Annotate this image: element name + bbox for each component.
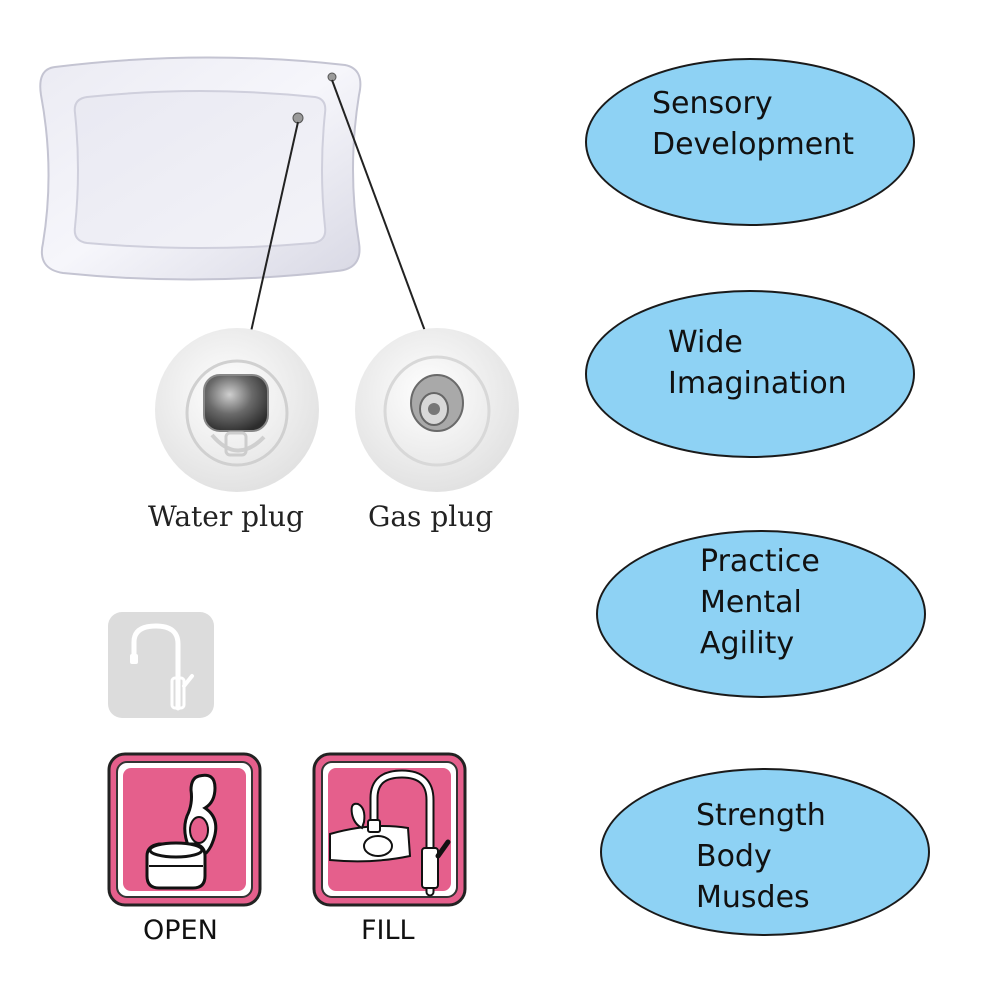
feature-line: Practice (700, 544, 820, 579)
feature-line: Imagination (668, 366, 847, 401)
feature-line: Body (696, 839, 772, 874)
feature-ellipse-imagination (585, 290, 915, 458)
feature-ellipse-agility (596, 530, 926, 698)
water-plug-label: Water plug (148, 500, 304, 533)
feature-line: Musdes (696, 880, 810, 915)
faucet-icon (108, 612, 214, 718)
feature-line: Mental (700, 585, 802, 620)
water-plug-icon (155, 328, 319, 492)
feature-ellipse-sensory (585, 58, 915, 226)
feature-text-imagination: Wide Imagination (668, 322, 847, 404)
fill-step-label: FILL (361, 915, 415, 946)
feature-line: Agility (700, 626, 795, 661)
feature-line: Development (652, 127, 854, 162)
fill-faucet-icon (312, 752, 467, 907)
inflatable-mat-icon (39, 56, 362, 281)
feature-text-strength: Strength Body Musdes (696, 795, 826, 918)
gas-plug-icon (355, 328, 519, 492)
open-step-label: OPEN (143, 915, 218, 946)
gas-plug-label: Gas plug (368, 500, 494, 533)
feature-line: Strength (696, 798, 826, 833)
open-valve-icon (107, 752, 262, 907)
feature-ellipse-strength (600, 768, 930, 936)
feature-text-sensory: Sensory Development (652, 83, 854, 165)
feature-line: Sensory (652, 86, 773, 121)
feature-line: Wide (668, 325, 743, 360)
feature-text-agility: Practice Mental Agility (700, 541, 820, 664)
